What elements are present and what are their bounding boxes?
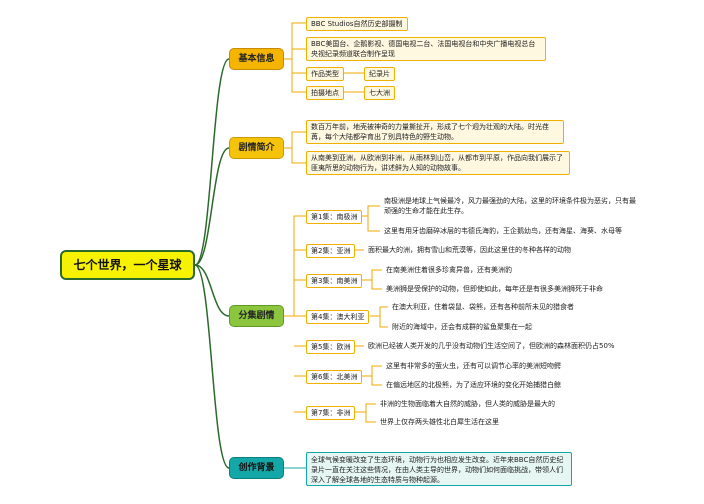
info-producer[interactable]: BBC Studios自然历史部摄制 xyxy=(306,17,408,31)
episode-4-title[interactable]: 第4集：澳大利亚 xyxy=(306,310,370,324)
episode-6-detail-1-text: 这里有非常多的萤火虫，还有可以调节心率的美洲短吻鳄 xyxy=(386,362,561,370)
episode-links xyxy=(284,205,388,423)
episode-5-title[interactable]: 第5集：欧洲 xyxy=(306,340,356,354)
background-description[interactable]: 全球气候变暖改变了生态环境，动物行为也相应发生改变。近年来BBC自然历史纪录片一… xyxy=(306,452,572,486)
episode-1-detail-2-text: 这里有用牙齿磨碎冰层的韦德氏海豹，王企鹅幼鸟，还有海星、海葵、水母等 xyxy=(384,227,622,235)
category-basic-info[interactable]: 基本信息 xyxy=(229,48,284,70)
background-description-text: 全球气候变暖改变了生态环境，动物行为也相应发生改变。近年来BBC自然历史纪录片一… xyxy=(311,456,564,484)
episode-6-title[interactable]: 第6集：北美洲 xyxy=(306,370,363,384)
plot-paragraph-2-text: 从南美到亚洲，从欧洲到非洲，从雨林到山峦，从都市到平原，作品向我们展示了匪夷所思… xyxy=(311,154,563,172)
info-type-value-text: 纪录片 xyxy=(369,70,390,78)
episode-1-detail-1: 南极洲是地球上气候最冷，风力最强劲的大陆，这里的环境条件极为恶劣，只有最顽强的生… xyxy=(382,196,640,216)
info-type-label[interactable]: 作品类型 xyxy=(306,67,344,81)
episode-4-detail-2-text: 附近的海域中，还会有成群的鲨鱼聚集在一起 xyxy=(392,323,532,331)
episode-7-title-text: 第7集：非洲 xyxy=(311,409,351,417)
category-background[interactable]: 创作背景 xyxy=(229,457,284,479)
info-location-value-text: 七大洲 xyxy=(369,89,390,97)
episode-2-detail-1: 面积最大的洲，拥有雪山和荒漠等，因此这里住的冬种各样的动物 xyxy=(366,245,573,255)
episode-6-detail-2-text: 在偏远地区的北极熊，为了适应环境的变化开始捕猎白鲸 xyxy=(386,381,561,389)
episode-3-title-text: 第3集：南美洲 xyxy=(311,277,358,285)
info-location-label-text: 拍摄地点 xyxy=(311,89,339,97)
episode-7-detail-1: 非洲的生物面临着大自然的威胁，但人类的威胁是最大的 xyxy=(378,399,557,409)
episode-5-detail-1-text: 欧洲已经被人类开发的几乎没有动物们生活空间了，但欧洲的森林面积仍占50% xyxy=(368,342,615,350)
episode-7-detail-2-text: 世界上仅存两头雄性北白犀生活在这里 xyxy=(380,418,499,426)
episode-4-detail-1: 在澳大利亚，住着袋鼠、袋熊，还有各种前所未见的猎食者 xyxy=(390,302,576,312)
plot-paragraph-1[interactable]: 数百万年前，地壳被神奇的力量撕扯开，形成了七个迥为壮观的大陆。时光荏苒，每个大陆… xyxy=(306,120,564,144)
info-partners-text: BBC美国台、企鹅影视、德国电视二台、法国电视台和中央广播电视总台央视纪录频道联… xyxy=(311,40,536,58)
root-links xyxy=(194,58,230,469)
episode-2-title-text: 第2集：亚洲 xyxy=(311,247,351,255)
root-topic[interactable]: 七个世界，一个星球 xyxy=(60,250,195,280)
info-location-label[interactable]: 拍摄地点 xyxy=(306,86,344,100)
episode-1-title-text: 第1集：南极洲 xyxy=(311,213,358,221)
episode-5-title-text: 第5集：欧洲 xyxy=(311,343,351,351)
info-location-value[interactable]: 七大洲 xyxy=(364,86,395,100)
category-basic-info-label: 基本信息 xyxy=(238,54,275,64)
episode-1-detail-2: 这里有用牙齿磨碎冰层的韦德氏海豹，王企鹅幼鸟，还有海星、海葵、水母等 xyxy=(382,226,624,236)
episode-4-title-text: 第4集：澳大利亚 xyxy=(311,313,365,321)
info-producer-text: BBC Studios自然历史部摄制 xyxy=(311,20,403,28)
episode-5-detail-1: 欧洲已经被人类开发的几乎没有动物们生活空间了，但欧洲的森林面积仍占50% xyxy=(366,341,617,351)
category-background-label: 创作背景 xyxy=(238,463,275,473)
category-plot-summary[interactable]: 剧情简介 xyxy=(229,137,284,159)
episode-3-detail-2-text: 美洲狮是受保护的动物，但即使如此，每年还是有很多美洲狮死于非命 xyxy=(386,285,603,293)
plot-paragraph-2[interactable]: 从南美到亚洲，从欧洲到非洲，从雨林到山峦，从都市到平原，作品向我们展示了匪夷所思… xyxy=(306,151,570,175)
info-links xyxy=(284,22,364,93)
episode-1-detail-1-text: 南极洲是地球上气候最冷，风力最强劲的大陆，这里的环境条件极为恶劣，只有最顽强的生… xyxy=(384,197,636,215)
category-episodes[interactable]: 分集剧情 xyxy=(229,305,284,327)
episode-4-detail-1-text: 在澳大利亚，住着袋鼠、袋熊，还有各种前所未见的猎食者 xyxy=(392,303,574,311)
episode-6-title-text: 第6集：北美洲 xyxy=(311,373,358,381)
episode-6-detail-1: 这里有非常多的萤火虫，还有可以调节心率的美洲短吻鳄 xyxy=(384,361,563,371)
episode-6-detail-2: 在偏远地区的北极熊，为了适应环境的变化开始捕猎白鲸 xyxy=(384,380,563,390)
plot-links xyxy=(284,131,306,164)
info-type-value[interactable]: 纪录片 xyxy=(364,67,395,81)
info-type-label-text: 作品类型 xyxy=(311,70,339,78)
episode-2-title[interactable]: 第2集：亚洲 xyxy=(306,244,356,258)
episode-2-detail-1-text: 面积最大的洲，拥有雪山和荒漠等，因此这里住的冬种各样的动物 xyxy=(368,246,571,254)
root-title: 七个世界，一个星球 xyxy=(73,258,182,272)
episode-3-detail-1: 在南美洲住着很多珍禽异兽，还有美洲豹 xyxy=(384,265,514,275)
episode-7-detail-1-text: 非洲的生物面临着大自然的威胁，但人类的威胁是最大的 xyxy=(380,400,555,408)
episode-3-detail-2: 美洲狮是受保护的动物，但即使如此，每年还是有很多美洲狮死于非命 xyxy=(384,284,605,294)
category-episodes-label: 分集剧情 xyxy=(238,311,275,321)
episode-1-title[interactable]: 第1集：南极洲 xyxy=(306,210,363,224)
episode-4-detail-2: 附近的海域中，还会有成群的鲨鱼聚集在一起 xyxy=(390,322,534,332)
episode-7-title[interactable]: 第7集：非洲 xyxy=(306,406,356,420)
category-plot-summary-label: 剧情简介 xyxy=(238,143,275,153)
episode-3-title[interactable]: 第3集：南美洲 xyxy=(306,274,363,288)
episode-7-detail-2: 世界上仅存两头雄性北白犀生活在这里 xyxy=(378,417,501,427)
episode-3-detail-1-text: 在南美洲住着很多珍禽异兽，还有美洲豹 xyxy=(386,266,512,274)
plot-paragraph-1-text: 数百万年前，地壳被神奇的力量撕扯开，形成了七个迥为壮观的大陆。时光荏苒，每个大陆… xyxy=(311,123,549,141)
info-partners[interactable]: BBC美国台、企鹅影视、德国电视二台、法国电视台和中央广播电视总台央视纪录频道联… xyxy=(306,37,546,61)
